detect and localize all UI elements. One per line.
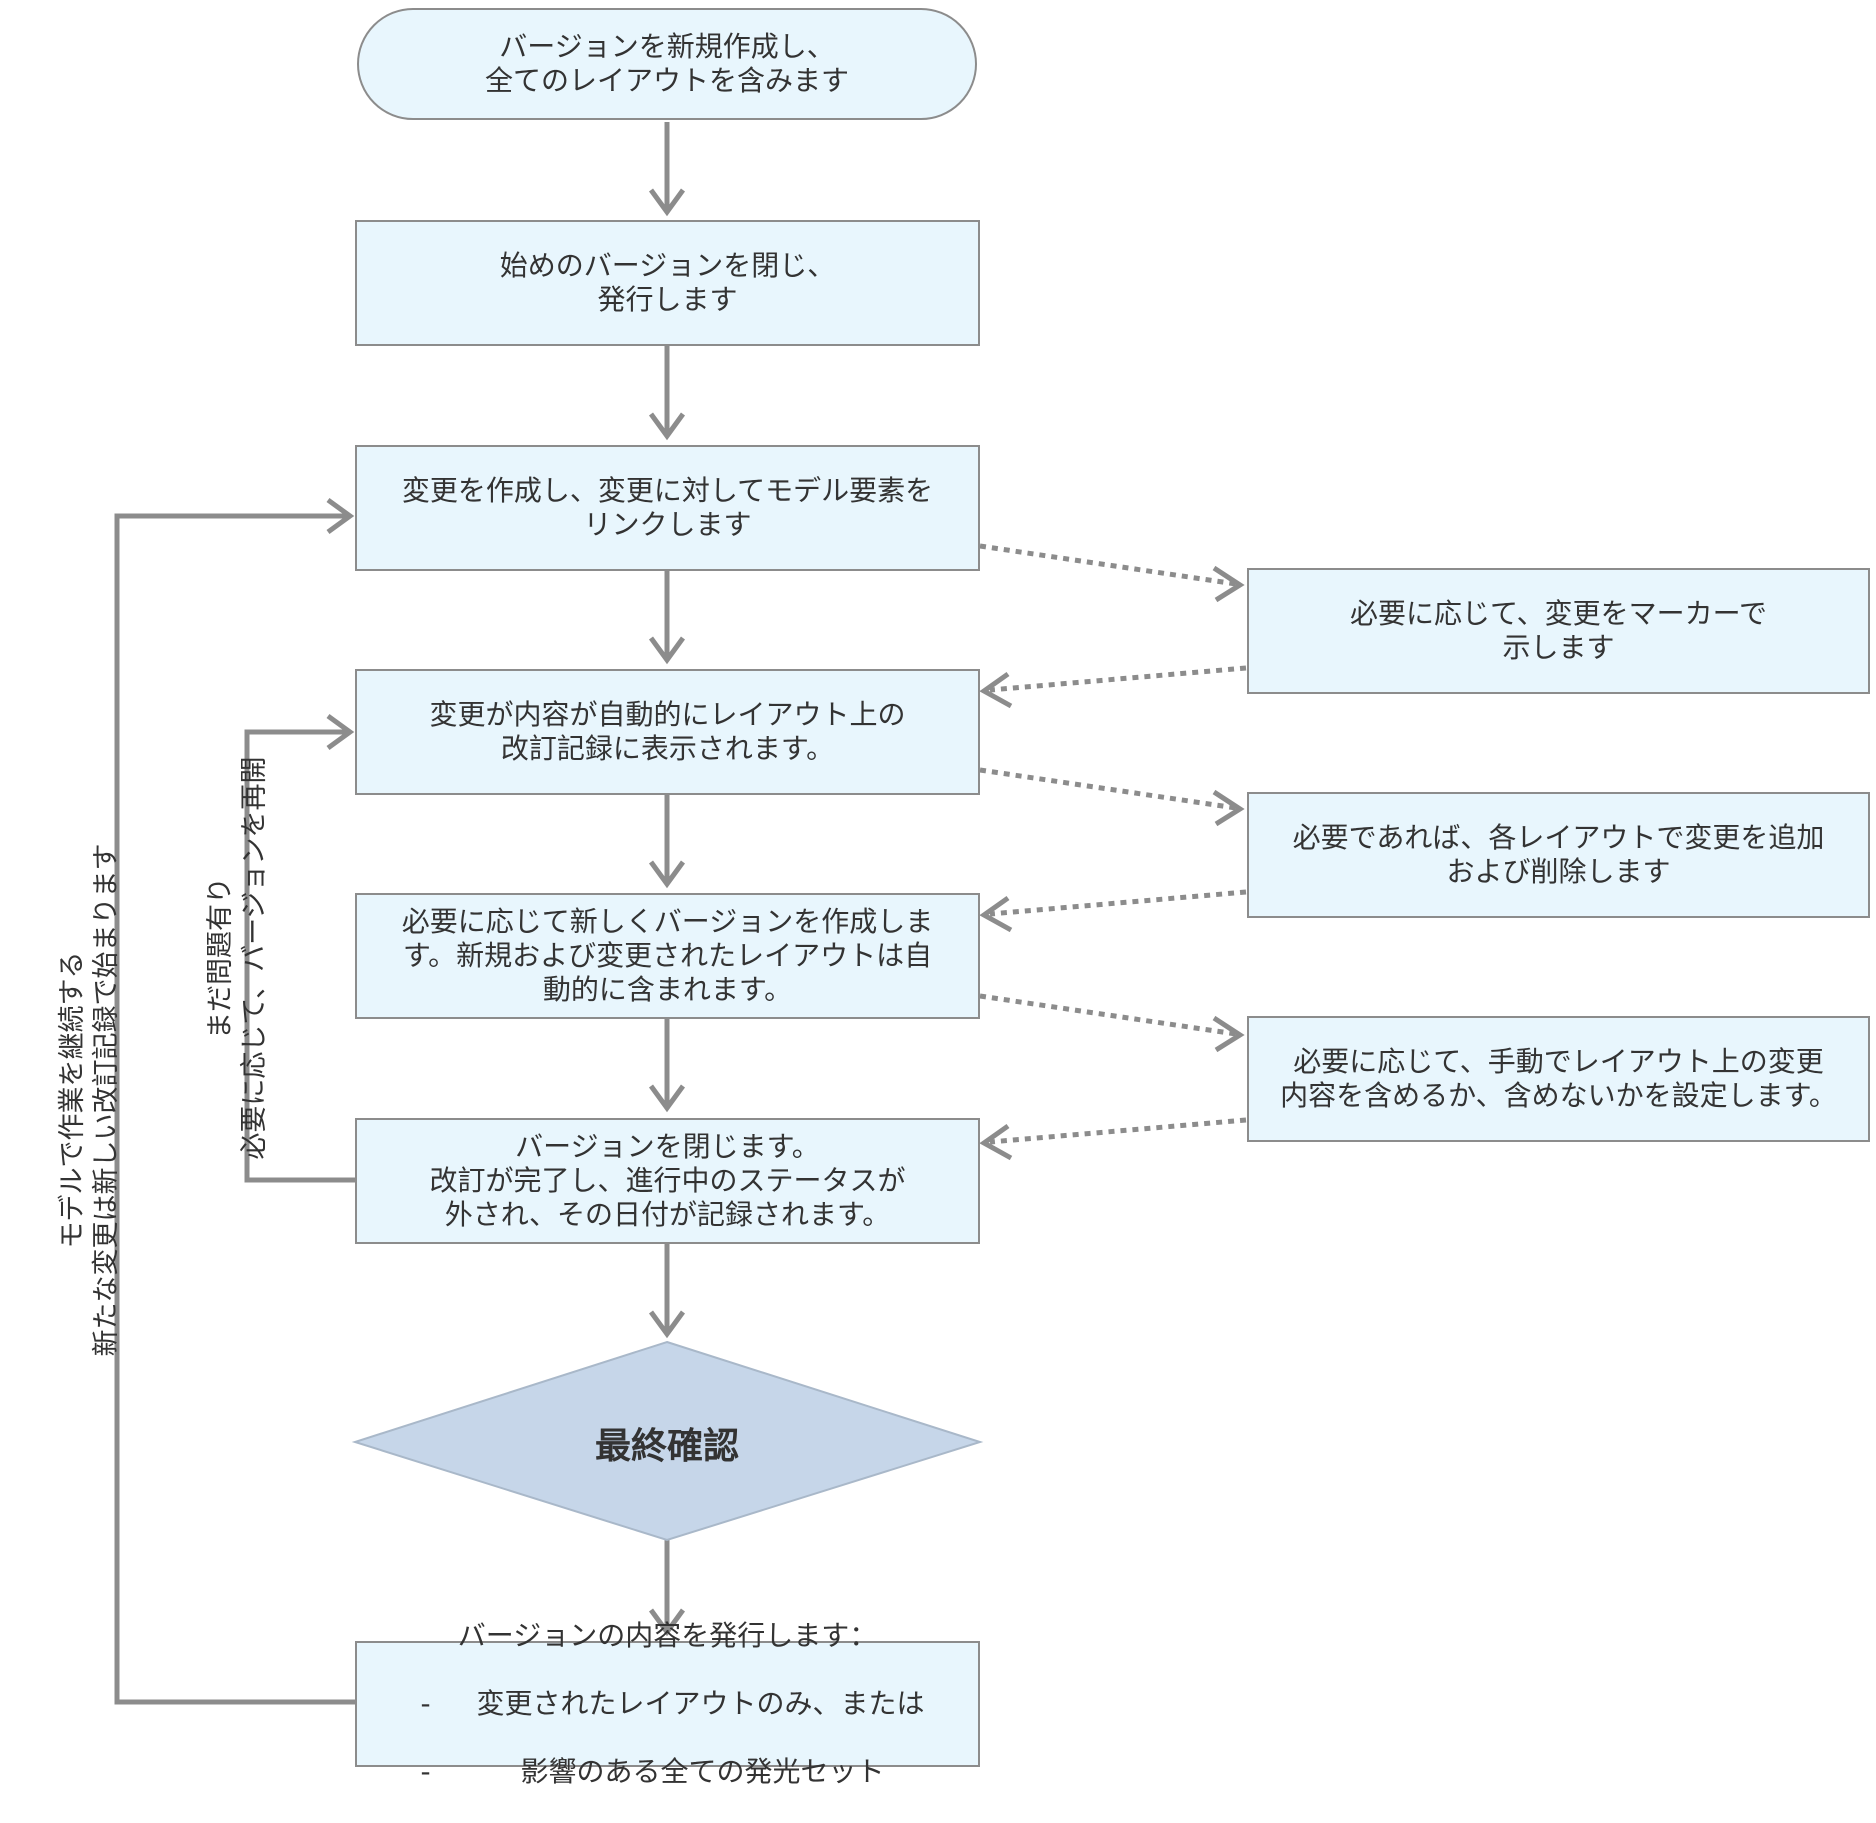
inner-loop-arrow <box>244 713 355 1183</box>
close-version-node: バージョンを閉じます。 改訂が完了し、進行中のステータスが 外され、その日付が記… <box>355 1118 980 1244</box>
publish-item-1: -変更されたレイアウトのみ、または <box>410 1687 924 1721</box>
auto-revision-record-node: 変更が内容が自動的にレイアウト上の 改訂記録に表示されます。 <box>355 669 980 795</box>
decision-diamond <box>351 1340 984 1542</box>
side-marker-node: 必要に応じて、変更をマーカーで 示します <box>1247 568 1870 694</box>
publish-item-2: -影響のある全ての発光セット <box>410 1755 924 1789</box>
decision-label: 最終確認 <box>594 1426 739 1467</box>
side-manual-include-node: 必要に応じて、手動でレイアウト上の変更 内容を含めるか、含めないかを設定します。 <box>1247 1016 1870 1142</box>
main-flow-arrows <box>648 122 686 1637</box>
publish-content: バージョンの内容を発行します： -変更されたレイアウトのみ、または -影響のある… <box>410 1585 924 1823</box>
publish-title: バージョンの内容を発行します： <box>457 1619 878 1652</box>
close-initial-version-node: 始めのバージョンを閉じ、 発行します <box>355 220 980 346</box>
start-node: バージョンを新規作成し、 全てのレイアウトを含みます <box>357 8 977 120</box>
new-version-node: 必要に応じて新しくバージョンを作成しま す。新規および変更されたレイアウトは自 … <box>355 893 980 1019</box>
outer-loop-arrow <box>114 497 355 1705</box>
bullet-dash: - <box>420 1755 431 1788</box>
outer-loop-label: モデルで作業を継続する 新たな変更は新しい改訂記録で始まります <box>57 843 122 1357</box>
create-change-node: 変更を作成し、変更に対してモデル要素を リンクします <box>355 445 980 571</box>
side-add-remove-node: 必要であれば、各レイアウトで変更を追加 および削除します <box>1247 792 1870 918</box>
publish-node: バージョンの内容を発行します： -変更されたレイアウトのみ、または -影響のある… <box>355 1619 980 1788</box>
inner-loop-label: まだ問題有り 必要に応じて、バージョンを再開 <box>205 756 270 1160</box>
bullet-dash: - <box>420 1687 431 1720</box>
side-dotted-arrows <box>979 543 1247 1161</box>
